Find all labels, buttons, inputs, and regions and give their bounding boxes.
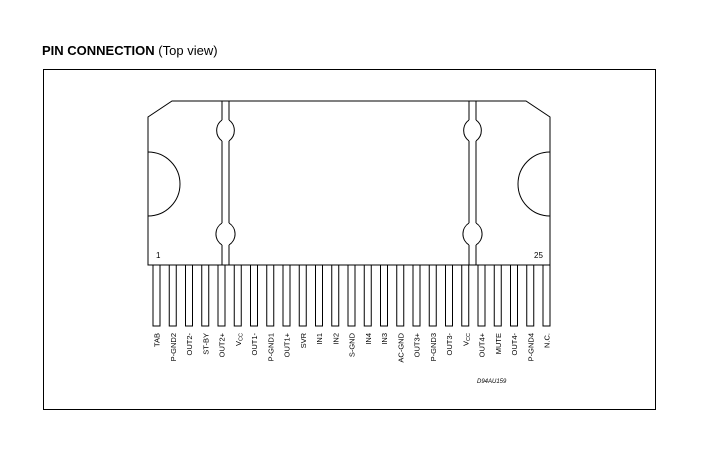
right-mounting-notch xyxy=(517,151,551,217)
pin-25 xyxy=(542,264,551,327)
pin-2 xyxy=(168,264,177,327)
pin-label-21: OUT4+ xyxy=(478,332,487,357)
pin-7 xyxy=(250,264,258,327)
pin-label-subscript-20: CC xyxy=(466,333,472,341)
pin-11 xyxy=(315,264,323,327)
pin-label-4: ST-BY xyxy=(201,333,210,355)
pin-21 xyxy=(477,264,486,327)
pin-5 xyxy=(217,264,226,327)
pin-19 xyxy=(445,264,453,327)
pin-label-5: OUT2+ xyxy=(218,332,227,357)
pin-3 xyxy=(185,264,193,327)
pin-1 xyxy=(152,264,161,327)
pin-label-14: IN4 xyxy=(364,333,373,345)
pin-12 xyxy=(331,264,340,327)
left-mounting-notch xyxy=(147,151,181,217)
package-body xyxy=(147,100,551,266)
pin-14 xyxy=(363,264,372,327)
pin-label-2: P-GND2 xyxy=(169,333,178,361)
pin-label-8: P-GND1 xyxy=(266,333,275,361)
pin-label-17: OUT3+ xyxy=(413,332,422,357)
pin-23 xyxy=(510,264,518,327)
pin-label-1: TAB xyxy=(153,333,162,347)
pin-label-16: AC-GND xyxy=(396,332,405,362)
heading-title: PIN CONNECTION xyxy=(42,43,155,58)
left-heatsink-slot xyxy=(215,101,236,265)
pin-label-25: N.C. xyxy=(543,333,552,348)
pin-label-subscript-6: CC xyxy=(238,333,244,341)
drawing-code: D94AU159 xyxy=(477,379,507,385)
pin-10 xyxy=(298,264,307,327)
section-heading: PIN CONNECTION (Top view) xyxy=(42,43,218,58)
pin-17 xyxy=(412,264,421,327)
pin-label-12: IN2 xyxy=(331,333,340,345)
pin-label-19: OUT3- xyxy=(445,332,454,355)
pin-label-24: P-GND4 xyxy=(526,333,535,361)
pin-label-13: S-GND xyxy=(348,332,357,357)
pin-label-11: IN1 xyxy=(315,333,324,345)
pin-label-15: IN3 xyxy=(380,333,389,345)
pin-label-3: OUT2- xyxy=(185,332,194,355)
pin-20 xyxy=(461,264,470,327)
diagram-frame xyxy=(43,69,656,410)
pin-4 xyxy=(201,264,210,327)
right-heatsink-slot xyxy=(462,101,483,265)
heading-subtitle: (Top view) xyxy=(158,43,218,58)
pin-label-6: VCC xyxy=(234,333,245,346)
pin-9 xyxy=(282,264,291,327)
pin-22 xyxy=(493,264,502,327)
pin-6 xyxy=(233,264,242,327)
pin-label-7: OUT1- xyxy=(250,332,259,355)
pin-label-9: OUT1+ xyxy=(283,332,292,357)
pin-8 xyxy=(266,264,275,327)
pin-label-23: OUT4- xyxy=(510,332,519,355)
pin-label-10: SVR xyxy=(299,332,308,348)
pin-label-18: P-GND3 xyxy=(429,333,438,361)
pin-label-20: VCC xyxy=(461,333,472,346)
first-pin-number: 1 xyxy=(156,251,161,260)
pin-15 xyxy=(380,264,388,327)
pin-label-22: MUTE xyxy=(494,333,503,354)
pins xyxy=(152,264,551,327)
pin-labels: TAB P-GND2 OUT2- ST-BY OUT2+ VCC OUT1- P-GND1 OU… xyxy=(153,332,552,362)
pin-18 xyxy=(428,264,437,327)
last-pin-number: 25 xyxy=(534,251,543,260)
pin-13 xyxy=(347,264,356,327)
pin-24 xyxy=(526,264,535,327)
pin-16 xyxy=(396,264,405,327)
